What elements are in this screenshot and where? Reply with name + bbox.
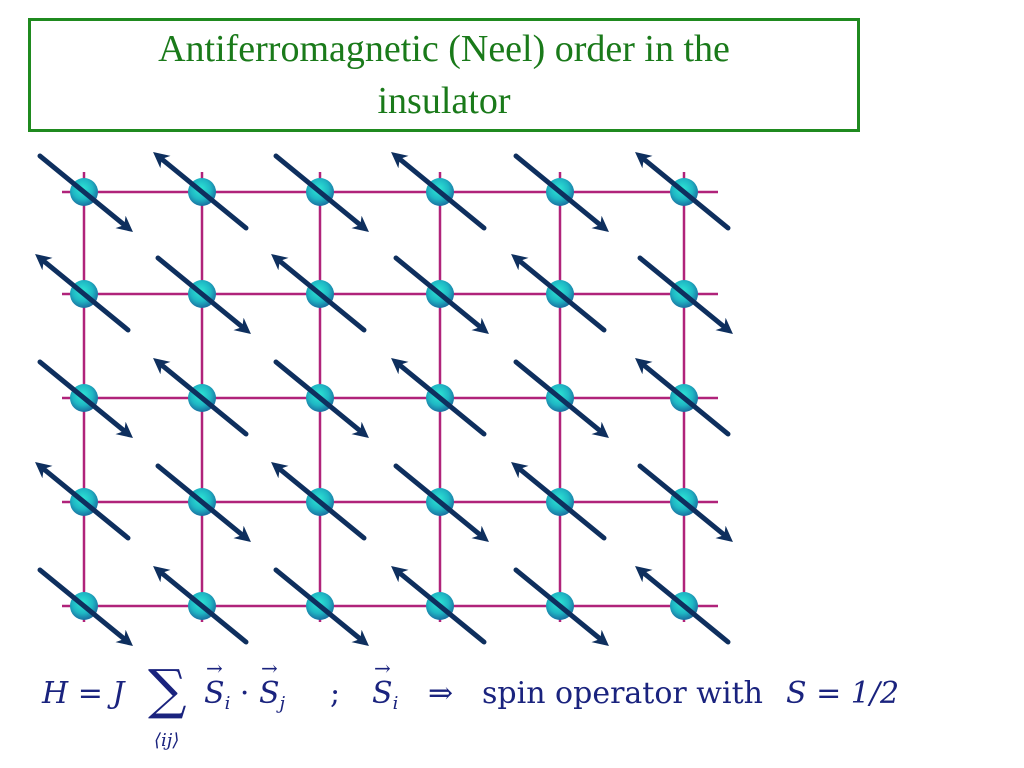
spin-arrow-down-right: [155, 255, 251, 335]
spin-arrow-up-left: [391, 565, 487, 645]
hamiltonian-formula: H = J ∑ ⟨ij⟩ Si · Sj ; Si ⇒ spin operato…: [36, 656, 996, 758]
spin-arrow-down-right: [513, 153, 609, 233]
spin-arrow-down-right: [155, 463, 251, 543]
formula-sum-symbol: ∑: [148, 658, 187, 721]
formula-sum-index: ⟨ij⟩: [154, 730, 180, 751]
spin-vector-i: S: [204, 656, 225, 711]
lattice-bonds: [62, 172, 718, 622]
spin-arrow-down-right: [37, 359, 133, 439]
spin-arrow-down-right: [637, 255, 733, 335]
spin-index-j: j: [279, 693, 286, 714]
formula-separator: ;: [330, 676, 341, 711]
spin-arrow-down-right: [393, 255, 489, 335]
dot-operator: ·: [239, 676, 250, 711]
formula-description: spin operator with: [482, 676, 763, 711]
spin-arrow-up-left: [35, 253, 131, 333]
slide-title-box: Antiferromagnetic (Neel) order in the in…: [28, 18, 860, 132]
spin-index-i: i: [224, 693, 231, 714]
spin-vector-j: S: [259, 656, 280, 711]
spin-arrow-up-left: [153, 151, 249, 231]
spin-arrow-up-left: [35, 461, 131, 541]
formula-lhs: H = J: [42, 676, 125, 711]
spin-index-i-2: i: [392, 693, 399, 714]
spin-arrow-up-left: [391, 151, 487, 231]
spin-arrow-down-right: [273, 153, 369, 233]
formula-implies: ⇒: [428, 676, 454, 711]
spin-arrow-up-left: [511, 461, 607, 541]
spin-arrow-down-right: [393, 463, 489, 543]
formula-spin-operator: Si: [372, 656, 399, 714]
spin-arrow-up-left: [635, 565, 731, 645]
spin-arrow-up-left: [391, 357, 487, 437]
spin-arrow-up-left: [271, 253, 367, 333]
spin-arrow-down-right: [273, 567, 369, 647]
lattice-spins: [35, 151, 733, 647]
neel-lattice-diagram: [35, 151, 733, 647]
formula-spin-term: Si · Sj: [204, 656, 286, 714]
spin-arrow-up-left: [153, 565, 249, 645]
spin-arrow-down-right: [273, 359, 369, 439]
spin-arrow-down-right: [513, 567, 609, 647]
spin-arrow-up-left: [635, 151, 731, 231]
spin-arrow-down-right: [37, 567, 133, 647]
spin-vector-i-2: S: [372, 656, 393, 711]
slide-title-line-2: insulator: [377, 80, 511, 122]
spin-arrow-down-right: [37, 153, 133, 233]
spin-arrow-up-left: [635, 357, 731, 437]
spin-arrow-up-left: [271, 461, 367, 541]
spin-arrow-down-right: [637, 463, 733, 543]
slide-title-line-1: Antiferromagnetic (Neel) order in the: [158, 28, 730, 70]
spin-arrow-up-left: [511, 253, 607, 333]
spin-arrow-down-right: [513, 359, 609, 439]
formula-spin-value: S = 1/2: [786, 676, 900, 711]
spin-arrow-up-left: [153, 357, 249, 437]
